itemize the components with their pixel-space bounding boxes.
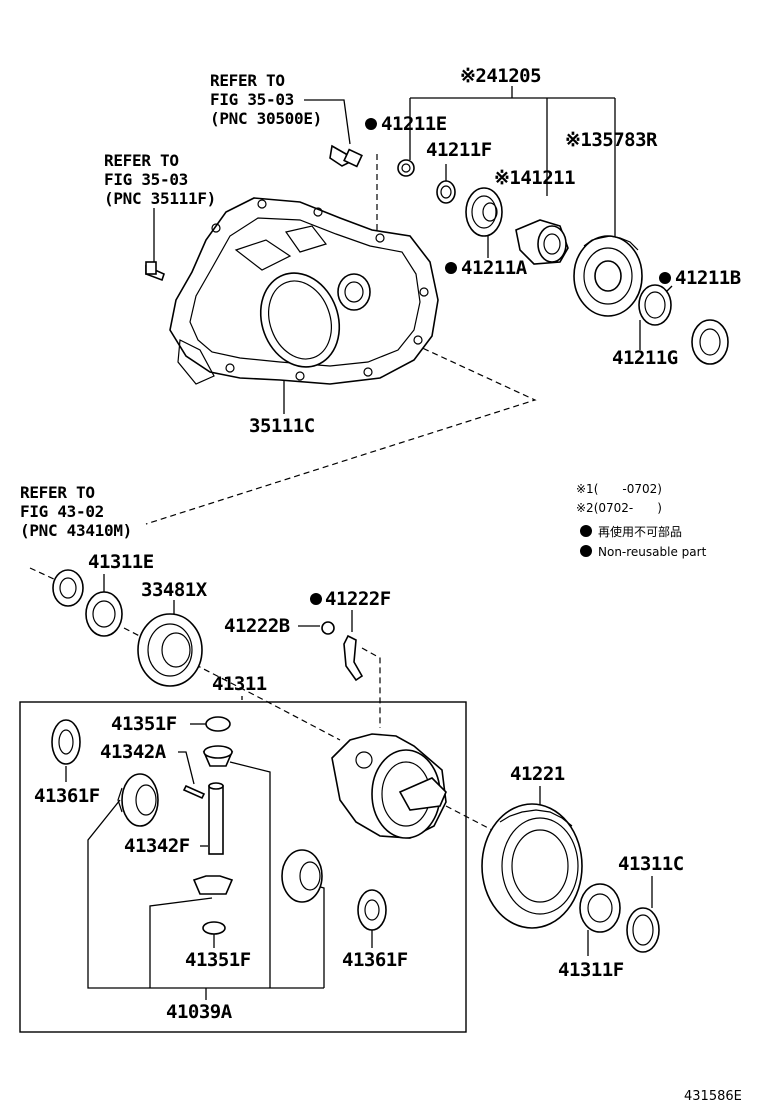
ring-gear-41221	[481, 803, 583, 929]
shaft-41342F	[208, 782, 224, 855]
label-41342A: 41342A	[100, 741, 167, 763]
ref-line-1: REFER TO	[104, 151, 179, 170]
label-41211E: 41211E	[381, 113, 447, 135]
legend-non-reusable-en: Non-reusable part	[598, 545, 707, 559]
non-reusable-marker	[310, 593, 322, 605]
label-41361F-left: 41361F	[34, 785, 100, 807]
seal-41211F	[436, 180, 456, 204]
assembly-line	[29, 567, 57, 581]
seal-41211G	[638, 284, 672, 326]
label-41342F: 41342F	[124, 835, 190, 857]
bearing-33481X	[137, 613, 203, 687]
non-reusable-marker	[365, 118, 377, 130]
differential-case-41311	[331, 733, 447, 839]
label-41361F-right: 41361F	[342, 949, 408, 971]
label-41205: ※241205	[460, 65, 541, 87]
label-41221: 41221	[510, 763, 565, 785]
washer-41361F-right	[357, 889, 387, 931]
label-41039A: 41039A	[166, 1001, 233, 1023]
reference-35111F: REFER TO FIG 35-03 (PNC 35111F)	[104, 151, 216, 208]
ref-line-2: FIG 35-03	[104, 170, 188, 189]
seal-41311E	[52, 569, 84, 607]
side-gear-left	[117, 773, 159, 827]
non-reusable-marker	[659, 272, 671, 284]
plug-41211E	[397, 159, 415, 177]
assembly-line	[445, 805, 493, 831]
label-41311E: 41311E	[88, 551, 154, 573]
label-41211B: 41211B	[675, 267, 741, 289]
pinion-gear-41342A	[202, 745, 234, 767]
bracket-41205	[409, 86, 616, 240]
bolt-30500E	[329, 144, 363, 168]
ref-line-2: FIG 35-03	[210, 90, 294, 109]
washer-41361F-left	[51, 719, 81, 765]
bolt-41222B	[321, 621, 335, 635]
gear-35783R	[573, 235, 643, 317]
legend: ※1( -0702) ※2(0702- ) 再使用不可部品 Non-reusab…	[576, 482, 707, 559]
ref-line-2: FIG 43-02	[20, 502, 104, 521]
ref-line-3: (PNC 30500E)	[210, 109, 322, 128]
legend-note-2: ※2(0702- )	[576, 501, 662, 515]
label-41211: ※141211	[494, 167, 575, 189]
leader-41342A	[178, 751, 195, 785]
ref-line-1: REFER TO	[20, 483, 95, 502]
label-41211F: 41211F	[426, 139, 492, 161]
label-35111C: 35111C	[249, 415, 315, 437]
pin-41342A	[182, 784, 206, 800]
bearing-41211A	[465, 187, 503, 237]
washer-41351F-top	[205, 716, 231, 732]
legend-note-1: ※1( -0702)	[576, 482, 662, 496]
reference-43410M: REFER TO FIG 43-02 (PNC 43410M)	[20, 483, 132, 540]
bearing-41311F	[579, 883, 621, 933]
case-assembly-box-41311	[19, 701, 467, 1033]
ref-line-3: (PNC 35111F)	[104, 189, 216, 208]
non-reusable-marker	[445, 262, 457, 274]
assembly-line	[361, 647, 381, 728]
label-35783R: ※135783R	[565, 129, 658, 151]
non-reusable-marker	[580, 525, 592, 537]
legend-non-reusable-jp: 再使用不可部品	[598, 524, 682, 539]
bolt-35111F	[145, 261, 165, 282]
label-41211G: 41211G	[612, 347, 678, 369]
label-41311F: 41311F	[558, 959, 624, 981]
label-41222B: 41222B	[224, 615, 290, 637]
label-41211A: 41211A	[461, 257, 528, 279]
assembly-line	[145, 339, 537, 525]
bracket-41039A	[87, 761, 325, 1000]
label-41311C: 41311C	[618, 853, 684, 875]
clip-41222F	[343, 634, 364, 682]
transaxle-housing-35111C	[169, 197, 439, 385]
ref-line-3: (PNC 43410M)	[20, 521, 132, 540]
label-33481X: 33481X	[141, 579, 208, 601]
bearing-41211B	[691, 319, 729, 365]
label-41311: 41311	[212, 673, 267, 695]
label-41222F: 41222F	[325, 588, 391, 610]
reference-30500E: REFER TO FIG 35-03 (PNC 30500E)	[210, 71, 322, 128]
figure-id: 431586E	[684, 1089, 742, 1104]
seal-41311C	[626, 907, 660, 953]
pinion-shaft-41211	[515, 219, 569, 265]
ref-line-1: REFER TO	[210, 71, 285, 90]
leader-ref-30500E	[304, 99, 351, 145]
side-gear-right	[281, 849, 323, 903]
bearing-41311E	[85, 591, 123, 637]
non-reusable-marker	[580, 545, 592, 557]
washer-41351F-bottom	[202, 921, 226, 935]
label-41351F-top: 41351F	[111, 713, 177, 735]
label-41351F-bottom: 41351F	[185, 949, 251, 971]
pinion-gear-lower	[192, 875, 234, 895]
